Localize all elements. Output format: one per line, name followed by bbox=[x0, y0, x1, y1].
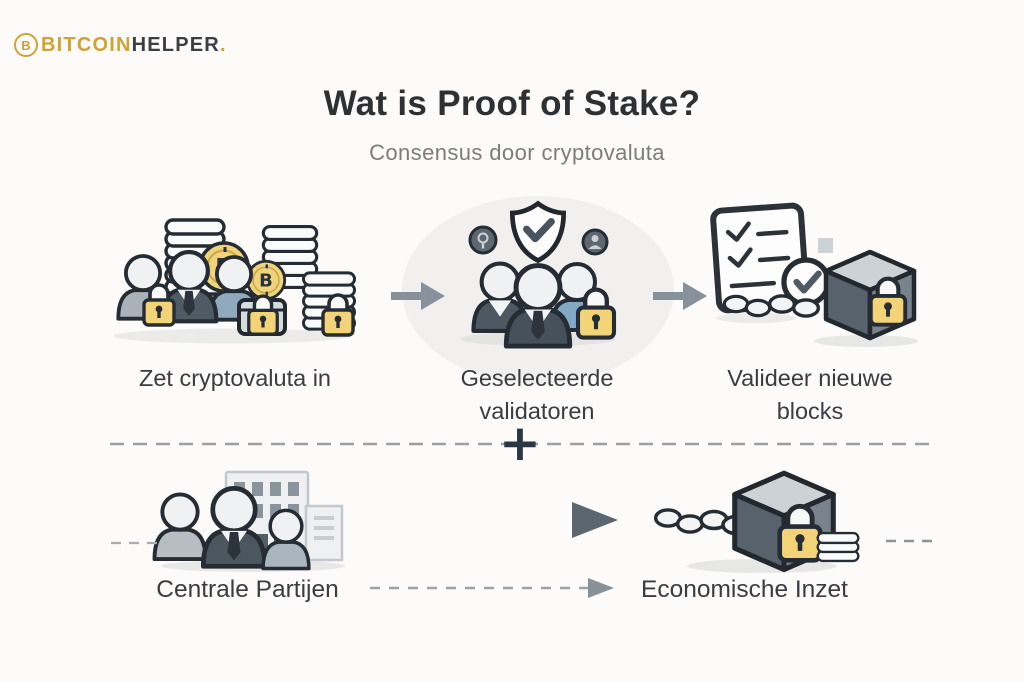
page-title: Wat is Proof of Stake? bbox=[323, 84, 701, 123]
economic-stake-locked-block-coins-icon bbox=[653, 462, 860, 573]
dotted-arrow-right-icon bbox=[342, 502, 618, 538]
brand-period: . bbox=[219, 33, 227, 56]
bottom-label-central-parties: Centrale Partijen bbox=[156, 576, 339, 603]
crypto-stake-people-coins-icon bbox=[113, 218, 357, 344]
step-label-blocks: Valideer nieuwe blocks bbox=[727, 365, 893, 424]
badge-icon bbox=[468, 225, 498, 255]
badge-icon bbox=[581, 228, 609, 256]
dash-stub-left bbox=[111, 541, 166, 545]
person-icon bbox=[152, 492, 208, 562]
brand-text-dark: HELPER bbox=[131, 33, 220, 56]
step-label-stake: Zet cryptovaluta in bbox=[138, 365, 331, 391]
dashed-arrow-right-icon bbox=[370, 578, 614, 598]
brand-text-gold: BITCOIN bbox=[41, 33, 132, 56]
plus-symbol: + bbox=[499, 414, 541, 472]
shield-check-icon bbox=[512, 204, 563, 261]
selected-validators-shield-icon bbox=[460, 196, 633, 351]
validate-blocks-checklist-chain-icon bbox=[710, 202, 918, 347]
chain-icon bbox=[722, 294, 750, 314]
bitcoin-coin-icon: B bbox=[14, 33, 38, 57]
brand-logo: B BITCOIN HELPER . bbox=[14, 33, 227, 57]
bitcoin-coin-icon bbox=[245, 259, 287, 301]
step-label-validators: Geselecteerde validatoren bbox=[460, 365, 614, 424]
bottom-label-economic-stake: Economische Inzet bbox=[641, 576, 848, 603]
page-subtitle: Consensus door cryptovaluta bbox=[369, 140, 665, 165]
arrow-right-icon bbox=[653, 282, 707, 310]
central-parties-people-building-icon bbox=[152, 470, 345, 572]
arrow-right-icon bbox=[391, 282, 445, 310]
dash-stub-right bbox=[886, 539, 935, 543]
